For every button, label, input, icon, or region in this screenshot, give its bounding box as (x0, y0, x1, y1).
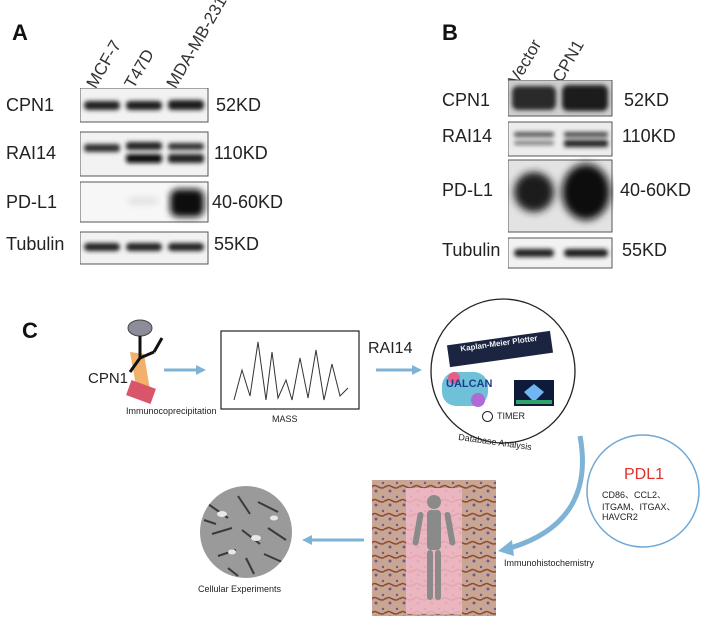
size-label-tubulin-b: 55KD (622, 240, 668, 260)
row-label-cpn1-a: CPN1 (6, 95, 55, 115)
arrow-1 (164, 365, 206, 375)
blot-b-rai14-panel (508, 121, 613, 157)
panel-c-letter: C (22, 318, 38, 343)
lane-label-t47d: T47D (120, 45, 158, 92)
arrow-3 (302, 535, 364, 545)
antibody-diagram (126, 319, 164, 404)
curved-arrow (498, 435, 585, 556)
arrow-2 (376, 365, 422, 375)
panel-a-letter: A (12, 20, 28, 45)
size-label-cpn1-b: 52KD (624, 90, 670, 110)
database-circle (430, 298, 576, 444)
timer-label: TIMER (497, 411, 525, 421)
kmplotter-banner (446, 330, 554, 368)
pdl1-line2: ITGAM、ITGAX、 (602, 502, 676, 512)
bead-rect (126, 380, 156, 404)
size-label-pdl1-b: 40-60KD (620, 180, 692, 200)
size-label-cpn1-a: 52KD (216, 95, 262, 115)
size-label-pdl1-a: 40-60KD (212, 192, 284, 212)
pdl1-title: PDL1 (624, 466, 665, 483)
size-label-rai14-a: 110KD (214, 143, 268, 163)
cell-label: Cellular Experiments (198, 584, 282, 594)
rai14-label-c: RAI14 (368, 340, 413, 357)
pdl1-line1: CD86、CCL2、 (602, 490, 667, 500)
row-label-rai14-b: RAI14 (442, 126, 493, 146)
panel-b-letter: B (442, 20, 458, 45)
mass-label: MASS (272, 414, 298, 424)
size-label-tubulin-a: 55KD (214, 234, 260, 254)
row-label-cpn1-b: CPN1 (442, 90, 491, 110)
row-label-pdl1-a: PD-L1 (6, 192, 58, 212)
row-label-tubulin-b: Tubulin (442, 240, 501, 260)
cell-image (200, 486, 292, 578)
ihc-label: Immunohistochemistry (504, 558, 595, 568)
lane-label-mda: MDA-MB-231 (162, 0, 231, 92)
ihc-image (372, 480, 496, 616)
cpn1-label-c: CPN1 (88, 370, 129, 387)
timer-icon (482, 411, 493, 422)
blot-a (80, 88, 209, 265)
row-label-rai14-a: RAI14 (6, 143, 57, 163)
pdl1-line3: HAVCR2 (602, 512, 638, 522)
row-label-tubulin-a: Tubulin (6, 234, 65, 254)
human-silhouette (412, 495, 456, 600)
ip-label: Immunocoprecipitation (126, 406, 217, 416)
row-label-pdl1-b: PD-L1 (442, 180, 494, 200)
cpn1-wedge (130, 352, 150, 390)
ualcan-text: UALCAN (446, 378, 493, 390)
lane-label-mcf7: MCF-7 (82, 37, 126, 92)
mass-spectrum (220, 330, 360, 410)
pdl1-circle (586, 434, 700, 548)
blot-b (508, 80, 613, 269)
antigen-ellipse (127, 319, 153, 337)
size-label-rai14-b: 110KD (622, 126, 676, 146)
lane-label-cpn1: CPN1 (548, 36, 588, 86)
